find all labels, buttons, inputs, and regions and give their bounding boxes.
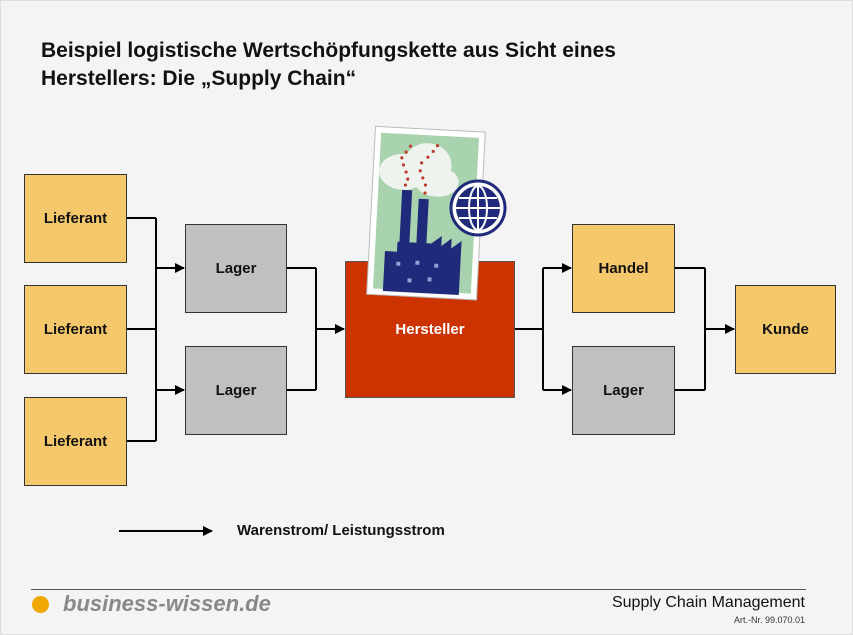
- node-lager-1: Lager: [185, 224, 287, 313]
- footer-title: Supply Chain Management: [611, 594, 805, 611]
- node-label: Handel: [598, 260, 649, 277]
- node-label: Lieferant: [43, 210, 108, 227]
- node-lieferant-3: Lieferant: [24, 397, 127, 486]
- node-label: Lieferant: [43, 433, 108, 450]
- title-line-2: Herstellers: Die „Supply Chain“: [41, 67, 357, 90]
- node-label: Hersteller: [395, 321, 465, 338]
- connector-suppliers: [126, 217, 157, 442]
- node-lager-3: Lager: [572, 346, 675, 435]
- footer-divider: [31, 589, 806, 590]
- node-lieferant-1: Lieferant: [24, 174, 127, 263]
- legend-label: Warenstrom/ Leistungsstrom: [237, 522, 445, 539]
- node-handel: Handel: [572, 224, 675, 313]
- node-label: Lager: [603, 382, 644, 399]
- connector-lager: [286, 267, 317, 391]
- node-label: Lieferant: [43, 321, 108, 338]
- node-label: Lager: [215, 260, 257, 277]
- slide-title: Beispiel logistische Wertschöpfungskette…: [41, 37, 616, 93]
- connector-handel-lager: [674, 267, 706, 391]
- node-kunde: Kunde: [735, 285, 836, 374]
- logo: business-wissen.de: [63, 591, 271, 616]
- title-line-1: Beispiel logistische Wertschöpfungskette…: [41, 39, 616, 62]
- connector-hersteller: [514, 268, 544, 390]
- logo-dot-icon: [32, 596, 49, 613]
- factory-icon: [366, 125, 507, 301]
- globe-icon: [449, 179, 507, 237]
- node-lager-2: Lager: [185, 346, 287, 435]
- node-label: Kunde: [762, 321, 809, 338]
- node-lieferant-2: Lieferant: [24, 285, 127, 374]
- article-number: Art.-Nr. 99.070.01: [733, 615, 805, 625]
- node-label: Lager: [215, 382, 257, 399]
